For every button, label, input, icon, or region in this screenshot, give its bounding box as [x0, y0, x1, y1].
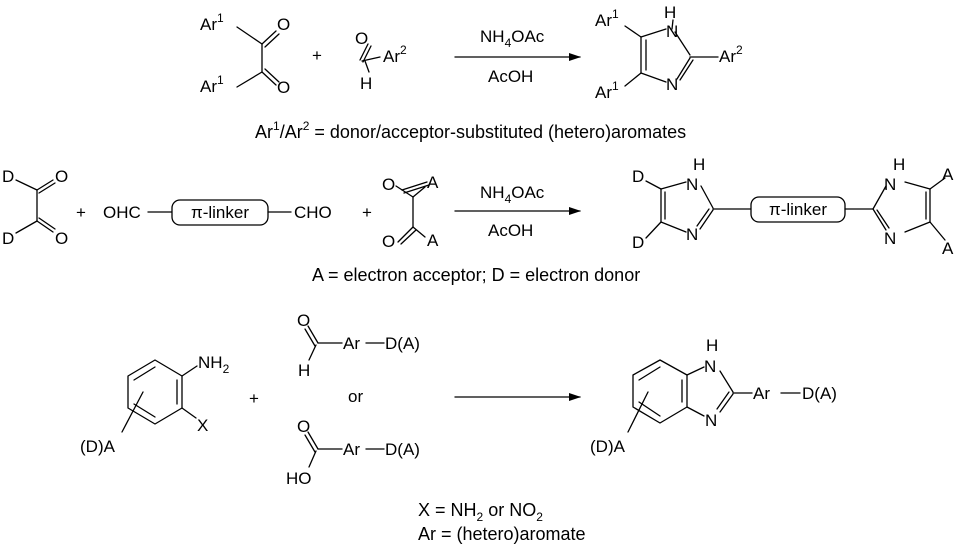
- ar-label: Ar: [343, 334, 360, 353]
- or-label: or: [348, 387, 363, 406]
- solvent-acetic-acid: AcOH: [488, 67, 533, 86]
- oxygen-label-bottom: O: [277, 78, 290, 97]
- right-imine-nitrogen-label: N: [884, 229, 896, 248]
- reagent-ammonium-acetate: NH4OAc: [480, 183, 545, 206]
- plus-sign-2b: +: [362, 203, 372, 222]
- reaction-3-caption-x: X = NH2 or NO2: [418, 500, 543, 524]
- reagent-ammonium-acetate: NH4OAc: [480, 27, 545, 50]
- imine-nitrogen-label: N: [705, 411, 717, 430]
- donor-diketone-reactant: D D O O: [2, 167, 68, 248]
- oxygen-label: O: [297, 311, 310, 330]
- ar2-label: Ar2: [719, 43, 743, 66]
- ortho-substituted-aniline-reactant: NH2 X (D)A: [80, 353, 230, 456]
- aryl-aldehyde-reactant: O H Ar D(A): [297, 311, 420, 380]
- nh-hydrogen-label: H: [664, 3, 676, 22]
- ar2-label: Ar2: [383, 43, 407, 66]
- left-imine-nitrogen-label: N: [686, 225, 698, 244]
- pi-linker-label: π-linker: [191, 203, 249, 222]
- benzimidazole-product: H N N Ar D(A) (D)A: [590, 336, 837, 456]
- aldehyde-reactant: O H Ar2: [355, 29, 407, 93]
- acceptor-label-top: A: [427, 173, 439, 192]
- donor-label-top: D: [632, 167, 644, 186]
- reaction-2: D D O O + OHC π-linker CHO + O O: [2, 155, 954, 285]
- ar1-label-top: Ar1: [200, 11, 224, 34]
- diketone-reactant: Ar1 Ar1 O O: [200, 11, 290, 97]
- oxygen-label: O: [355, 29, 368, 48]
- oxygen-label: O: [297, 417, 310, 436]
- reaction-1: Ar1 Ar1 O O + O H Ar2 NH4OAc AcOH: [200, 3, 743, 142]
- hydrogen-label: H: [298, 361, 310, 380]
- reaction-3: NH2 X (D)A + O H Ar D(A) or O HO Ar: [80, 311, 837, 544]
- dialdehyde-linker-reactant: OHC π-linker CHO: [103, 199, 332, 226]
- acceptor-diketone-reactant: O O A A: [382, 173, 439, 251]
- ar1-label-bottom: Ar1: [595, 79, 619, 102]
- nh-hydrogen-label: H: [706, 336, 718, 355]
- right-nh-hydrogen-label: H: [893, 155, 905, 174]
- reaction-3-caption-ar: Ar = (hetero)aromate: [418, 524, 586, 544]
- oxygen-label-bottom: O: [55, 229, 68, 248]
- imine-nitrogen-label: N: [666, 75, 678, 94]
- amine-label: NH2: [198, 353, 230, 376]
- ar1-label-top: Ar1: [595, 7, 619, 30]
- left-nh-hydrogen-label: H: [693, 155, 705, 174]
- da-label: D(A): [802, 384, 837, 403]
- reaction-1-caption: Ar1/Ar2 = donor/acceptor-substituted (he…: [255, 119, 686, 142]
- ar-label: Ar: [753, 384, 770, 403]
- ar-label: Ar: [343, 440, 360, 459]
- hydroxyl-label: HO: [286, 469, 312, 488]
- donor-label-top: D: [2, 167, 14, 186]
- oxygen-label-bottom: O: [382, 232, 395, 251]
- reaction-2-caption: A = electron acceptor; D = electron dono…: [312, 265, 640, 285]
- da-substituent-label: (D)A: [590, 437, 626, 456]
- donor-label-bottom: D: [632, 233, 644, 252]
- donor-label-bottom: D: [2, 229, 14, 248]
- hydrogen-label: H: [360, 74, 372, 93]
- imidazole-product: H N N Ar1 Ar1 Ar2: [595, 3, 743, 102]
- plus-sign-1: +: [312, 46, 322, 65]
- acceptor-label-bottom: A: [942, 239, 954, 258]
- da-label: D(A): [385, 440, 420, 459]
- acceptor-label-top: A: [942, 165, 954, 184]
- nh-nitrogen-label: N: [666, 22, 678, 41]
- acceptor-label-bottom: A: [427, 231, 439, 250]
- oxygen-label-top: O: [55, 167, 68, 186]
- plus-sign-2a: +: [76, 203, 86, 222]
- left-nh-nitrogen-label: N: [686, 175, 698, 194]
- x-substituent-label: X: [197, 416, 208, 435]
- right-nh-nitrogen-label: N: [884, 175, 896, 194]
- solvent-acetic-acid: AcOH: [488, 221, 533, 240]
- aryl-carboxylic-acid-reactant: O HO Ar D(A): [286, 417, 420, 488]
- ohc-label: OHC: [103, 203, 141, 222]
- oxygen-label-top: O: [277, 15, 290, 34]
- bis-imidazole-product: H N N D D π-linker H N N A A: [632, 155, 954, 258]
- plus-sign-3: +: [249, 389, 259, 408]
- cho-label: CHO: [294, 203, 332, 222]
- nh-nitrogen-label: N: [704, 357, 716, 376]
- pi-linker-label: π-linker: [769, 200, 827, 219]
- da-label: D(A): [385, 334, 420, 353]
- oxygen-label-top: O: [382, 175, 395, 194]
- da-substituent-label: (D)A: [80, 437, 116, 456]
- ar1-label-bottom: Ar1: [200, 73, 224, 96]
